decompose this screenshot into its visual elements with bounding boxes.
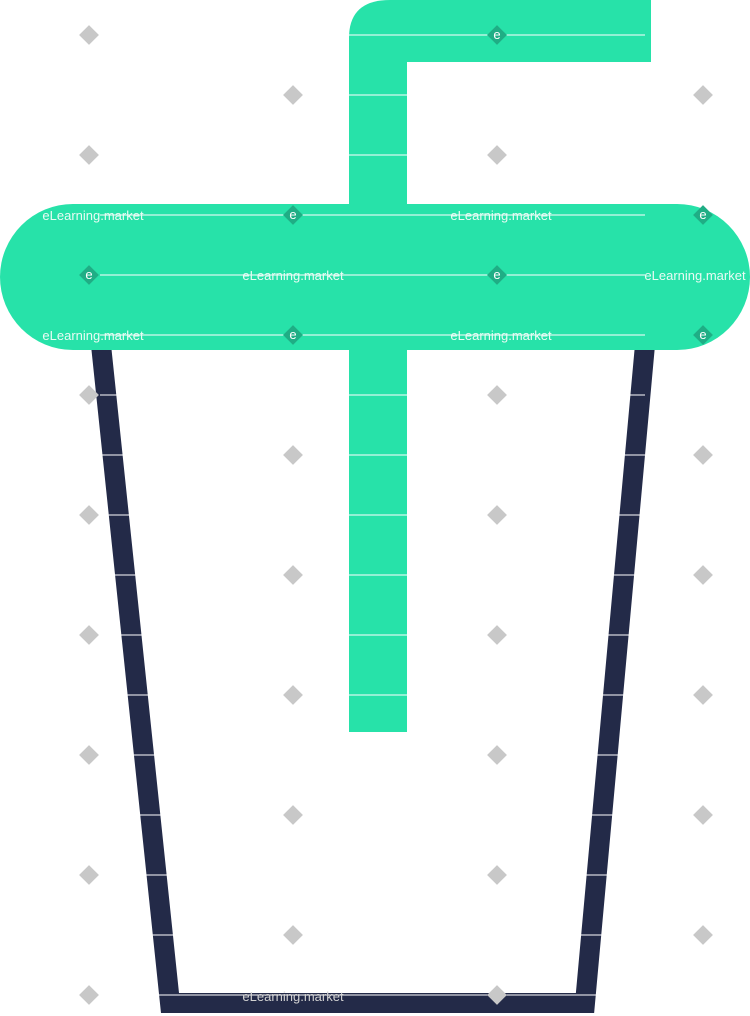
straw-bend bbox=[349, 0, 651, 62]
cup-lid bbox=[0, 204, 750, 350]
cup-outline bbox=[91, 343, 655, 1013]
straw-vertical bbox=[349, 40, 407, 732]
